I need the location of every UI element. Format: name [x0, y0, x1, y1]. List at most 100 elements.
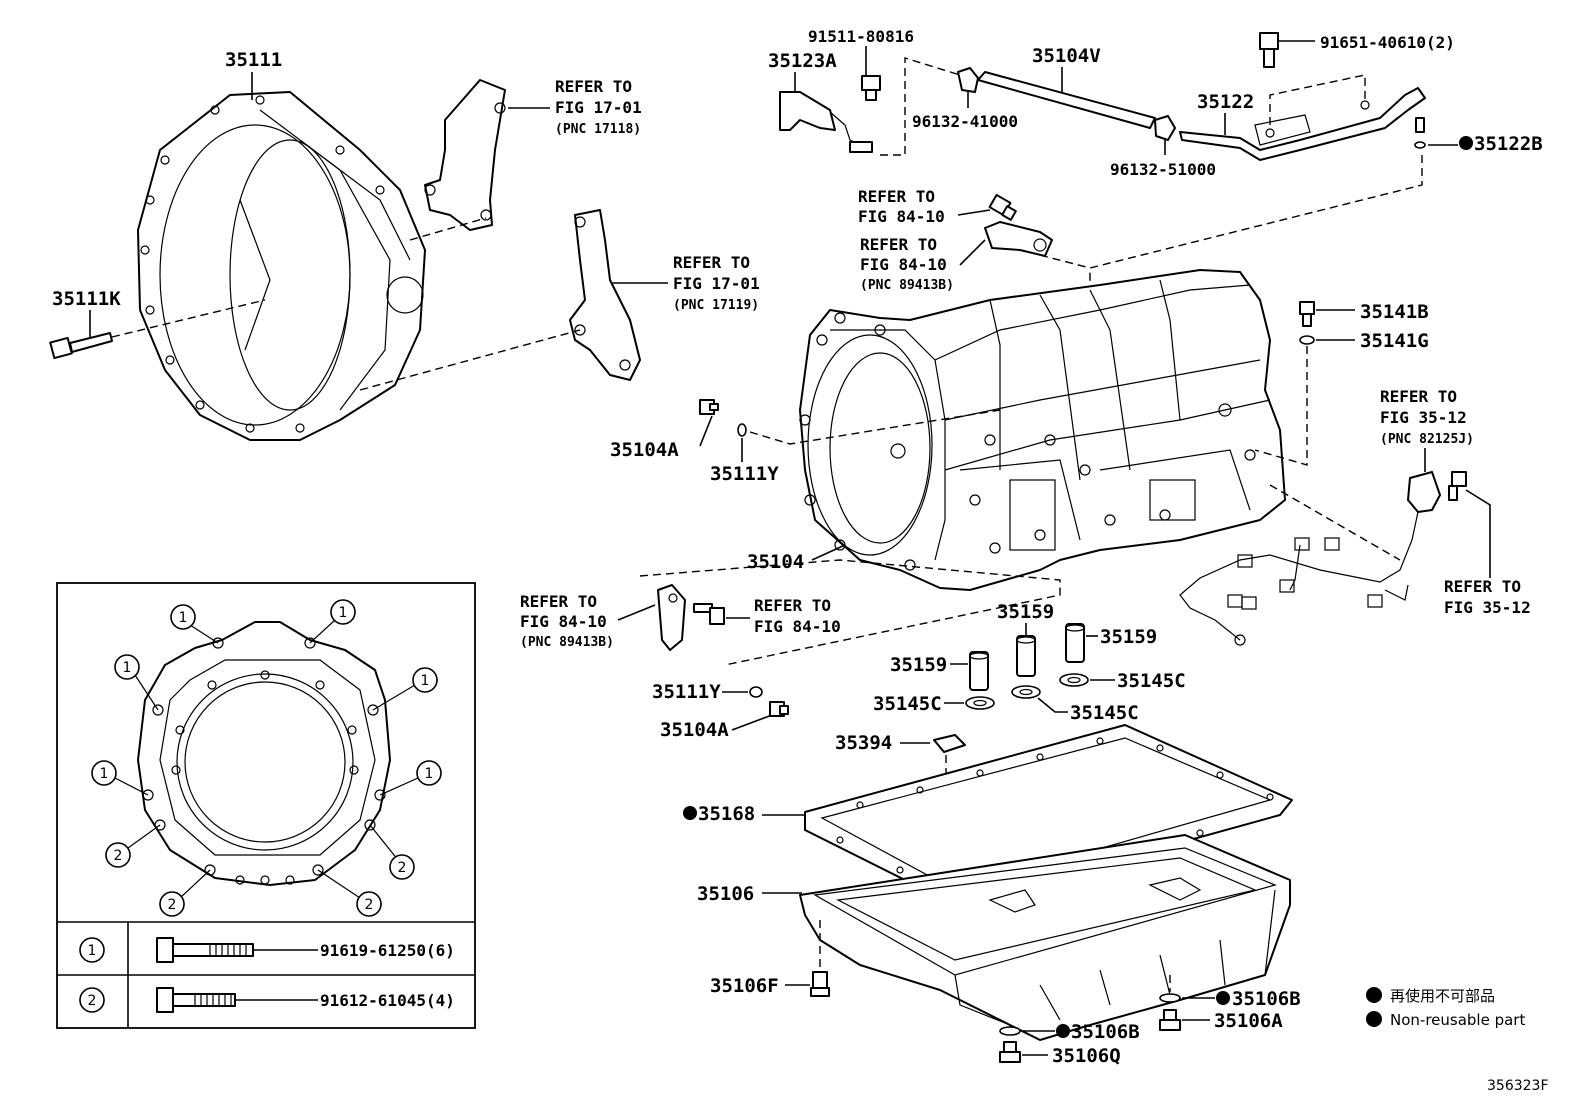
ref-text: FIG 84-10 — [754, 617, 841, 636]
sleeve-35159-mid[interactable] — [1016, 635, 1036, 677]
non-reusable-dot — [1056, 1024, 1070, 1038]
bracket-35123A[interactable] — [779, 91, 873, 153]
label-35111: 35111 — [225, 49, 282, 71]
gasket-35106B-right[interactable] — [1159, 993, 1181, 1003]
inset-marker-1: 1 — [412, 667, 438, 693]
bolt-84-10[interactable] — [693, 603, 725, 625]
label-35104V: 35104V — [1032, 45, 1101, 67]
label-35159: 35159 — [890, 654, 947, 676]
speed-sensor-89413B-lower[interactable] — [657, 584, 686, 651]
label-35106: 35106 — [697, 883, 754, 905]
label-35145C: 35145C — [1117, 670, 1186, 692]
label-35159: 35159 — [1100, 626, 1157, 648]
label-96132-51: 96132-51000 — [1110, 160, 1216, 179]
plug-35104A-lower[interactable] — [769, 701, 789, 717]
label-35122: 35122 — [1197, 91, 1254, 113]
o-ring-35111Y[interactable] — [737, 423, 747, 437]
gasket-35141G[interactable] — [1299, 335, 1315, 345]
cover-plate-17119[interactable] — [569, 209, 668, 381]
label-35106Q: 35106Q — [1052, 1045, 1121, 1067]
inset-marker-1: 1 — [416, 760, 442, 786]
oil-pan-35106[interactable] — [799, 834, 1291, 1041]
ref-text: REFER TO — [754, 596, 831, 615]
plug-35106F[interactable] — [810, 971, 830, 997]
label-35111K: 35111K — [52, 288, 121, 310]
sensor-84-10[interactable] — [988, 193, 1017, 221]
ref-text: (PNC 89413B) — [520, 635, 614, 650]
gasket-35122B[interactable] — [1414, 117, 1426, 149]
magnet-35394[interactable] — [933, 734, 966, 753]
non-reusable-dot — [1459, 136, 1473, 150]
legend-dot — [1366, 987, 1382, 1003]
sleeve-35159-right[interactable] — [1065, 623, 1085, 663]
legend-jp: 再使用不可部品 — [1390, 987, 1495, 1005]
svg-text:1: 1 — [123, 660, 132, 676]
bell-housing-35111[interactable] — [137, 72, 426, 441]
speed-sensor-89413B[interactable] — [984, 221, 1053, 257]
bolt-35-12[interactable] — [1448, 471, 1467, 501]
label-35106F: 35106F — [710, 975, 779, 997]
svg-text:1: 1 — [179, 610, 188, 626]
gasket-35145C-mid[interactable] — [1011, 685, 1041, 699]
svg-text:1: 1 — [425, 766, 434, 782]
inset-marker-2: 2 — [159, 891, 185, 917]
ref-text: FIG 17-01 — [673, 274, 760, 293]
hose-clamp-96132-41000[interactable] — [957, 67, 979, 93]
figure-code: 356323F — [1487, 1078, 1549, 1094]
inset-marker-1: 1 — [170, 604, 196, 630]
drain-plug-35106Q[interactable] — [999, 1041, 1021, 1063]
transmission-case-35104[interactable] — [799, 269, 1286, 591]
ref-text: FIG 84-10 — [520, 612, 607, 631]
inset-marker-2: 2 — [389, 854, 415, 880]
hose-clamp-96132-51000[interactable] — [1154, 115, 1176, 141]
ref-text: REFER TO — [673, 253, 750, 272]
gasket-35145C-left[interactable] — [965, 696, 995, 710]
plug-35104A[interactable] — [699, 399, 719, 415]
label-35123A: 35123A — [768, 50, 837, 72]
gasket-35106B-bottom[interactable] — [999, 1026, 1021, 1036]
bolt-91651-40610[interactable] — [1259, 32, 1279, 68]
drain-plug-35106A[interactable] — [1159, 1009, 1181, 1031]
svg-text:1: 1 — [100, 766, 109, 782]
bolt-35111K[interactable] — [49, 310, 113, 360]
inset-row-2[interactable]: 2 91612-61045(4) — [79, 987, 455, 1013]
bolt-91511-80816[interactable] — [861, 75, 881, 101]
sleeve-35159-left[interactable] — [969, 651, 989, 691]
inset-marker-1: 1 — [330, 599, 356, 625]
oil-pan-gasket-35168[interactable] — [804, 724, 1293, 906]
ref-text: REFER TO — [1444, 577, 1521, 596]
tube-35122[interactable] — [1179, 87, 1426, 161]
ref-text: (PNC 82125J) — [1380, 432, 1474, 447]
bolt-inset — [56, 582, 476, 1029]
ref-text: REFER TO — [555, 77, 632, 96]
hose-35104V[interactable] — [977, 71, 1156, 129]
legend-dot — [1366, 1011, 1382, 1027]
row-part-number: 91612-61045(4) — [320, 991, 455, 1010]
label-35168: 35168 — [698, 803, 755, 825]
label-96132-41: 96132-41000 — [912, 112, 1018, 131]
svg-text:1: 1 — [421, 673, 430, 689]
inset-marker-2: 2 — [356, 891, 382, 917]
gasket-35145C-right[interactable] — [1059, 673, 1089, 687]
label-91651: 91651-40610(2) — [1320, 33, 1455, 52]
row-part-number: 91619-61250(6) — [320, 941, 455, 960]
cover-plate-17118[interactable] — [424, 79, 550, 231]
ref-text: REFER TO — [1380, 387, 1457, 406]
o-ring-35111Y-lower[interactable] — [749, 686, 763, 698]
inset-row-1[interactable]: 1 91619-61250(6) — [79, 937, 455, 963]
inset-marker-2: 2 — [105, 842, 131, 868]
ref-text: REFER TO — [860, 235, 937, 254]
ref-text: REFER TO — [520, 592, 597, 611]
label-35111Y: 35111Y — [652, 681, 721, 703]
label-91511: 91511-80816 — [808, 27, 914, 46]
svg-text:2: 2 — [398, 860, 407, 876]
wire-harness-82125J[interactable] — [1179, 471, 1441, 646]
label-35141G: 35141G — [1360, 330, 1429, 352]
svg-text:1: 1 — [339, 605, 348, 621]
plug-35141B[interactable] — [1299, 301, 1315, 327]
ref-text: FIG 35-12 — [1444, 598, 1531, 617]
label-35122B: 35122B — [1474, 133, 1543, 155]
ref-text: FIG 84-10 — [858, 207, 945, 226]
label-35145C: 35145C — [873, 693, 942, 715]
